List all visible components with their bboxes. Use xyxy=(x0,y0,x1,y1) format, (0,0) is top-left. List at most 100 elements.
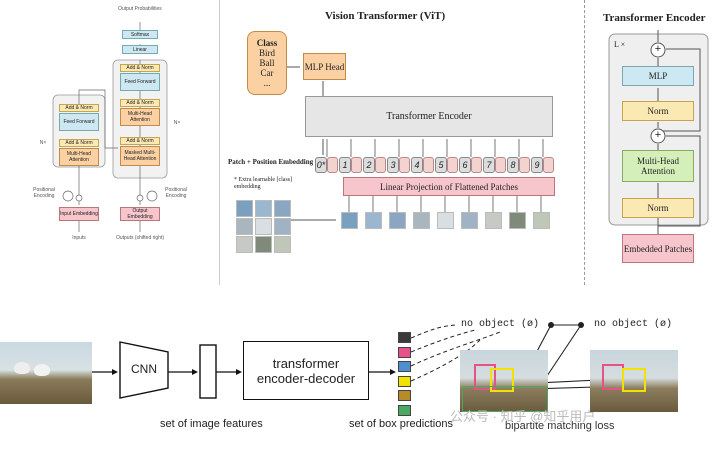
detr-input-bird-1 xyxy=(14,362,30,374)
encoder-title: Transformer Encoder xyxy=(603,12,706,24)
orig-inputs: Inputs xyxy=(72,235,86,241)
vit-position-token-1: 1 xyxy=(339,157,351,173)
vit-patch-token-6 xyxy=(471,157,482,173)
detr-prediction-slot-6 xyxy=(398,404,411,416)
vit-flattened-patch-7 xyxy=(485,212,502,229)
encoder-mlp: MLP xyxy=(622,66,694,86)
encoder-norm-1: Norm xyxy=(622,198,694,218)
vit-patch-token-2 xyxy=(375,157,386,173)
vit-flattened-patch-3 xyxy=(389,212,406,229)
vit-flattened-patch-8 xyxy=(509,212,526,229)
orig-input-embedding: Input Embedding xyxy=(59,207,99,221)
detr-no-object-2: no object (ø) xyxy=(594,319,673,330)
detr-input-bird-2 xyxy=(34,364,50,376)
section-divider-dashed xyxy=(584,0,585,285)
orig-softmax: Softmax xyxy=(122,30,158,39)
orig-enc-mha: Multi-Head Attention xyxy=(59,148,99,166)
vit-flattened-patch-6 xyxy=(461,212,478,229)
vit-patch-token-1 xyxy=(351,157,362,173)
vit-input-patch xyxy=(274,200,291,217)
vit-patch-pos-embedding: Patch + Position Embedding xyxy=(228,158,314,166)
orig-plus-left-icon xyxy=(75,194,83,202)
vit-position-token-6: 6 xyxy=(459,157,471,173)
vit-flattened-patch-9 xyxy=(533,212,550,229)
vit-patch-token-5 xyxy=(447,157,458,173)
orig-pos-enc-left-icon xyxy=(62,190,74,202)
encoder-repeat: L × xyxy=(614,40,626,49)
vit-transformer-encoder: Transformer Encoder xyxy=(305,96,553,137)
detr-feature-block xyxy=(199,344,217,399)
orig-pos-enc-right: Positional Encoding xyxy=(165,187,187,199)
orig-dec-mha: Multi-Head Attention xyxy=(120,108,160,126)
detr-cnn-shape xyxy=(119,341,169,399)
vit-class-3: Car xyxy=(260,68,274,78)
vit-patch-token-9 xyxy=(543,157,554,173)
detr-no-object-1: no object (ø) xyxy=(461,319,540,330)
vit-flattened-patch-4 xyxy=(413,212,430,229)
vit-class-output: Class Bird Ball Car ... xyxy=(247,31,287,95)
vit-flattened-patch-2 xyxy=(365,212,382,229)
detr-prediction-slot-2 xyxy=(398,346,411,358)
vit-input-patch xyxy=(236,236,253,253)
vit-input-patch xyxy=(274,218,291,235)
vit-position-token-5: 5 xyxy=(435,157,447,173)
encoder-plus-1: + xyxy=(654,129,662,141)
vit-patch-token-0 xyxy=(327,157,338,173)
orig-dec-nx: N× xyxy=(173,120,181,126)
orig-enc-add-norm-1: Add & Norm xyxy=(59,139,99,147)
encoder-add-icon-2 xyxy=(650,42,666,58)
orig-output-embedding: Output Embedding xyxy=(120,207,160,221)
detr-prediction-slot-3 xyxy=(398,361,411,372)
orig-dec-add-norm-1: Add & Norm xyxy=(120,137,160,145)
vit-input-patch xyxy=(236,200,253,217)
orig-dec-masked-mha: Masked Multi-Head Attention xyxy=(120,146,160,166)
orig-outputs: Outputs (shifted right) xyxy=(115,235,165,241)
orig-enc-add-norm-2: Add & Norm xyxy=(59,104,99,112)
vit-input-patch xyxy=(255,218,272,235)
vit-class-2: Ball xyxy=(259,58,275,68)
vit-class-1: Bird xyxy=(258,48,275,58)
vit-position-token-8: 8 xyxy=(507,157,519,173)
detr-pred-box-yellow xyxy=(490,368,514,392)
detr-prediction-slot-1 xyxy=(398,332,411,343)
detr-gt-box-pink xyxy=(602,364,624,390)
vit-position-token-3: 3 xyxy=(387,157,399,173)
orig-output-probabilities: Output Probabilities xyxy=(118,6,162,12)
vit-input-patch xyxy=(274,236,291,253)
encoder-embedded-patches: Embedded Patches xyxy=(622,234,694,263)
detr-pred-box-green xyxy=(462,386,548,412)
vit-input-patch xyxy=(255,236,272,253)
detr-box-predictions-label: set of box predictions xyxy=(349,418,453,430)
orig-dec-add-norm-3: Add & Norm xyxy=(120,64,160,72)
detr-bipartite-label: bipartite matching loss xyxy=(505,420,615,432)
vit-position-token-9: 9 xyxy=(531,157,543,173)
detr-pred-box-pink xyxy=(474,364,496,390)
orig-linear: Linear xyxy=(122,45,158,54)
vit-flattened-patch-5 xyxy=(437,212,454,229)
vit-patch-token-4 xyxy=(423,157,434,173)
vit-position-token-4: 4 xyxy=(411,157,423,173)
orig-plus-right-icon xyxy=(136,194,144,202)
section-divider xyxy=(219,0,220,285)
detr-pred-image xyxy=(460,350,548,412)
orig-dec-add-norm-2: Add & Norm xyxy=(120,99,160,107)
detr-input-image xyxy=(0,342,92,404)
vit-mlp-head: MLP Head xyxy=(303,53,346,80)
vit-class-4: ... xyxy=(263,78,271,88)
vit-input-patch xyxy=(255,200,272,217)
detr-gt-image xyxy=(590,350,678,412)
vit-patch-token-3 xyxy=(399,157,410,173)
vit-patch-token-7 xyxy=(495,157,506,173)
vit-position-token-7: 7 xyxy=(483,157,495,173)
vit-position-token-2: 2 xyxy=(363,157,375,173)
detr-prediction-slot-5 xyxy=(398,390,411,401)
detr-gt-box-yellow xyxy=(622,368,646,392)
encoder-add-icon-1 xyxy=(650,128,666,144)
encoder-multi-head-attention: Multi-Head Attention xyxy=(622,150,694,182)
detr-prediction-slot-4 xyxy=(398,375,411,387)
vit-extra-embedding-note: * Extra learnable [class] embedding xyxy=(234,177,293,190)
orig-enc-nx: N× xyxy=(39,140,47,146)
orig-pos-enc-right-icon xyxy=(146,190,158,202)
vit-title: Vision Transformer (ViT) xyxy=(325,10,446,22)
